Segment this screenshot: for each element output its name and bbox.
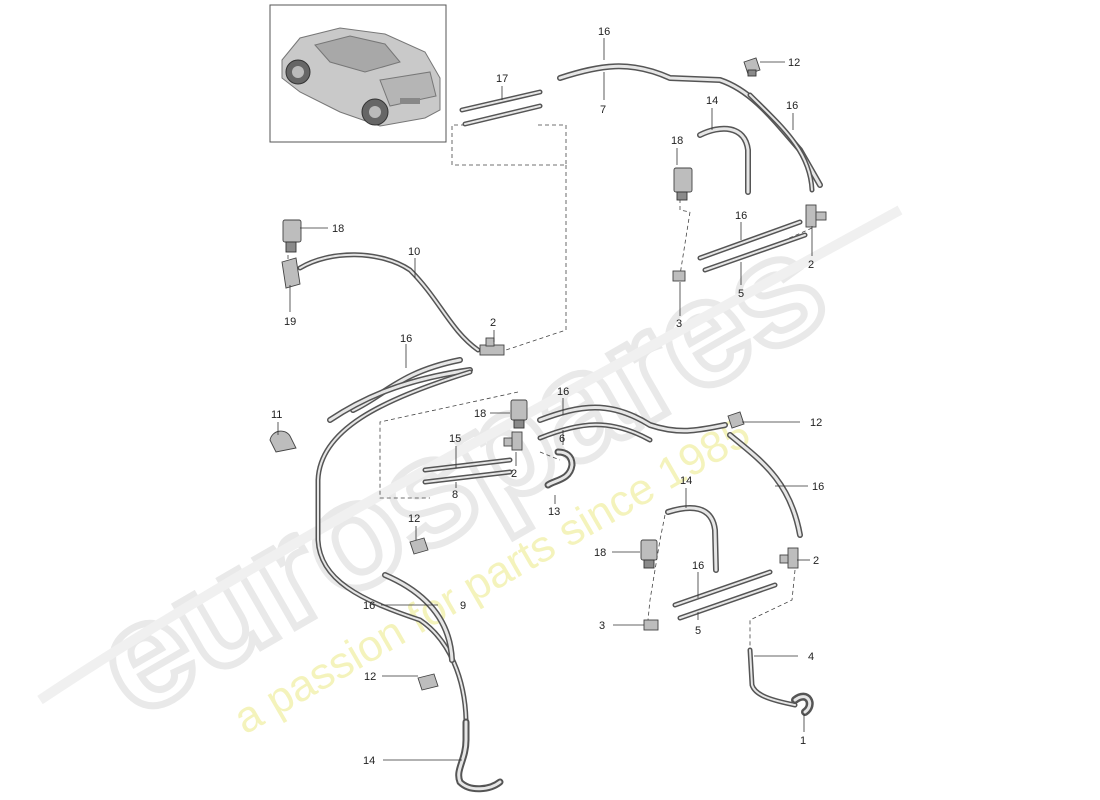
hose-16-top <box>557 63 823 193</box>
car-rear-three-quarter-icon <box>281 27 441 127</box>
callout-1: 1 <box>800 735 806 747</box>
callout-6: 6 <box>559 433 565 445</box>
tee-2-lower-right <box>779 547 799 569</box>
small-parts <box>269 57 827 691</box>
callout-16: 16 <box>557 386 569 398</box>
callout-12: 12 <box>810 417 822 429</box>
watermark-swoosh <box>37 205 903 705</box>
car-thumbnail <box>269 4 447 143</box>
callout-7: 7 <box>600 104 606 116</box>
callout-9: 9 <box>460 600 466 612</box>
watermark-logo: eurospares <box>67 198 851 748</box>
clip-12-bottom <box>417 673 439 691</box>
callout-16: 16 <box>400 333 412 345</box>
callout-18: 18 <box>671 135 683 147</box>
bracket-11 <box>269 430 297 453</box>
callout-5: 5 <box>738 288 744 300</box>
tube-5-bottom <box>672 569 778 621</box>
tube-8 <box>422 457 513 485</box>
callout-14: 14 <box>706 95 718 107</box>
hoses <box>297 63 823 793</box>
connector-3-bottom <box>643 619 659 631</box>
valve-18-top-right <box>673 167 693 201</box>
callout-5: 5 <box>695 625 701 637</box>
callout-18: 18 <box>594 547 606 559</box>
callout-3: 3 <box>676 318 682 330</box>
clip-12-top <box>743 57 761 77</box>
tube-17 <box>459 89 543 127</box>
callout-17: 17 <box>496 73 508 85</box>
callout-16: 16 <box>598 26 610 38</box>
callout-15: 15 <box>449 433 461 445</box>
callout-2: 2 <box>808 259 814 271</box>
tee-2-left <box>479 337 505 356</box>
callout-14: 14 <box>680 475 692 487</box>
clip-12-mid <box>727 411 745 429</box>
hose-10 <box>297 252 481 353</box>
hose-6 <box>537 404 728 443</box>
leader-lines <box>277 38 813 761</box>
bracket-19 <box>281 257 301 289</box>
callout-4: 4 <box>808 651 814 663</box>
callout-2: 2 <box>511 468 517 480</box>
hose-14-top <box>697 125 751 195</box>
callout-3: 3 <box>599 620 605 632</box>
callout-16: 16 <box>812 481 824 493</box>
callout-19: 19 <box>284 316 296 328</box>
valve-18-mid <box>510 399 528 429</box>
tube-5-top <box>697 219 808 273</box>
hose-16-lower-left <box>382 572 455 663</box>
callout-14: 14 <box>363 755 375 767</box>
hose-14-mid <box>665 505 719 573</box>
hose-13 <box>544 448 576 489</box>
valve-18-left <box>282 219 302 253</box>
callout-16: 16 <box>692 560 704 572</box>
callout-10: 10 <box>408 246 420 258</box>
callout-8: 8 <box>452 489 458 501</box>
hose-16-right-mid <box>727 432 803 538</box>
tee-2-mid <box>503 431 523 451</box>
hose-1 <box>791 692 814 716</box>
callout-11: 11 <box>271 409 282 421</box>
callout-18: 18 <box>474 408 486 420</box>
callout-16: 16 <box>786 100 798 112</box>
callout-13: 13 <box>548 506 560 518</box>
hose-16-mid-left <box>327 357 473 423</box>
callout-16: 16 <box>735 210 747 222</box>
hose-14-bottom <box>455 718 504 793</box>
callout-12: 12 <box>788 57 800 69</box>
callout-labels: 16 7 17 12 14 16 18 16 2 5 3 18 10 19 2 … <box>271 26 824 767</box>
callout-12: 12 <box>408 513 420 525</box>
clip-12-left <box>409 537 429 555</box>
callout-2: 2 <box>490 317 496 329</box>
connector-3-top <box>672 270 686 282</box>
callout-2: 2 <box>813 555 819 567</box>
hose-4 <box>747 647 798 708</box>
valve-18-lower <box>640 539 658 569</box>
tee-2-top <box>805 204 827 228</box>
callout-12: 12 <box>364 671 376 683</box>
callout-18: 18 <box>332 223 344 235</box>
callout-16: 16 <box>363 600 375 612</box>
